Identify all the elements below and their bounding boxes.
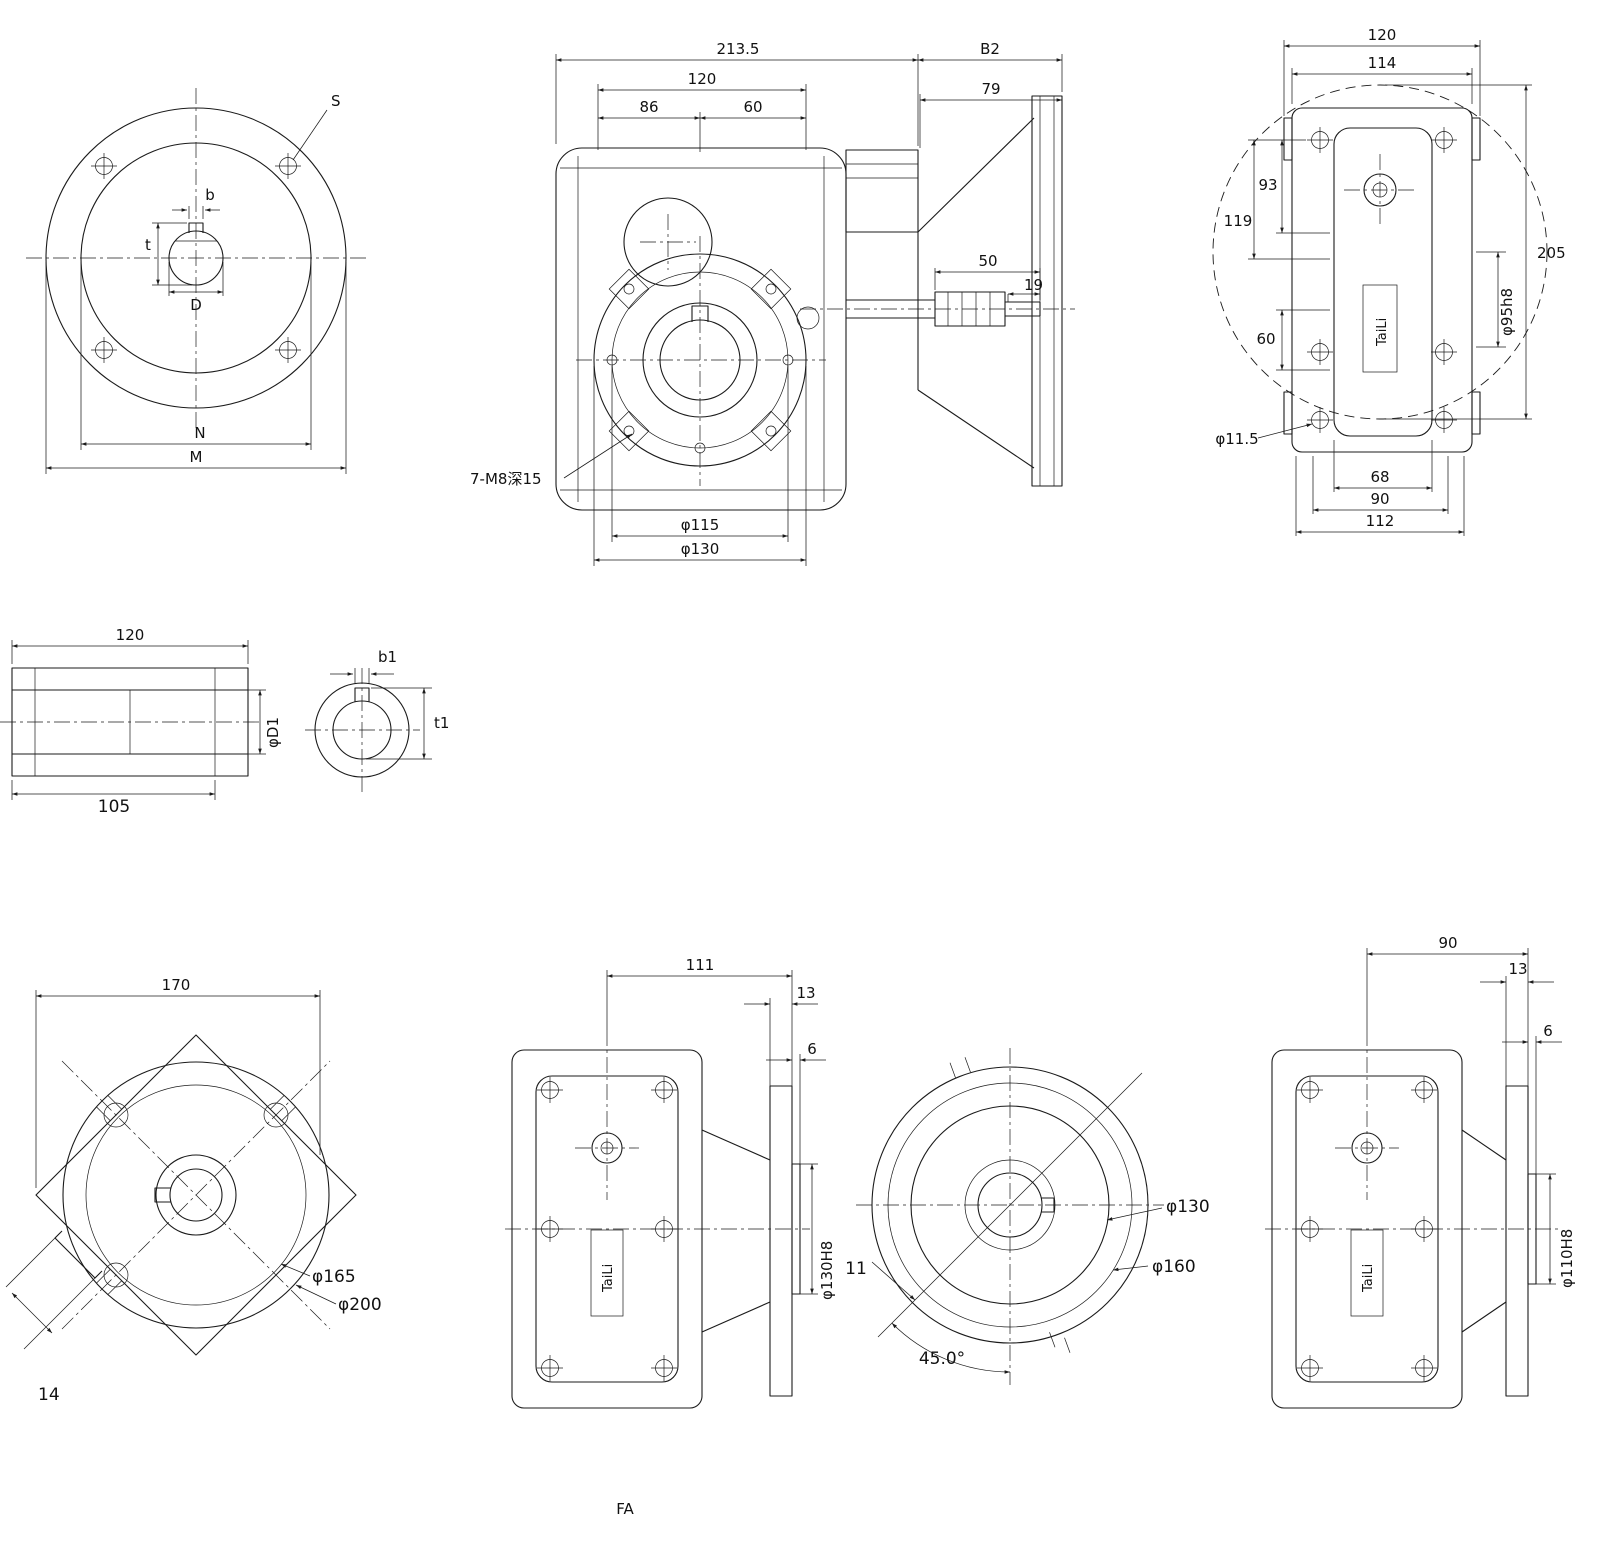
dim-fa-111: 111: [686, 956, 715, 974]
view-side-fa: TaiLi 111 13 6 φ130H8 FA: [505, 956, 836, 1518]
brand-label: TaiLi: [1375, 318, 1390, 347]
dim-top-90: 90: [1370, 490, 1389, 508]
dim-square-170: 170: [162, 976, 191, 994]
dim-shaft-50: 50: [978, 252, 997, 270]
dim-top-spigot: φ95h8: [1498, 288, 1516, 336]
dim-bolt-circle-115: φ115: [681, 516, 720, 534]
brand-label: TaiLi: [1361, 1264, 1376, 1293]
dim-chamfer-14: 14: [38, 1385, 60, 1405]
dim-shaft-dia: φD1: [264, 717, 282, 748]
dim-top-93: 93: [1258, 176, 1277, 194]
dim-key-b1: b1: [378, 648, 397, 666]
dim-86: 86: [639, 98, 658, 116]
dim-right-90: 90: [1438, 934, 1457, 952]
view-flange-b5: b t D S N M: [26, 88, 366, 474]
dim-top-68: 68: [1370, 468, 1389, 486]
dim-top-120: 120: [1368, 26, 1397, 44]
view-top: TaiLi 120 114 93 119 60 205 φ95h8 φ11.5: [1212, 26, 1566, 536]
view-front: 213.5 B2 120 86 60 79 50 19 7-M8深15 φ115…: [470, 40, 1075, 566]
dim-fa-13: 13: [796, 984, 815, 1002]
dim-top-hole: φ11.5: [1215, 430, 1258, 448]
view-side-b14: TaiLi 90 13 6 φ110H8: [1265, 934, 1576, 1409]
dim-right-bore: φ110H8: [1558, 1229, 1576, 1288]
dim-right-13: 13: [1508, 960, 1527, 978]
dim-angle-45: 45.0°: [919, 1349, 965, 1369]
dim-top-112: 112: [1366, 512, 1395, 530]
dim-top-60: 60: [1256, 330, 1275, 348]
dim-tip-19: 19: [1024, 276, 1043, 294]
dim-b2: B2: [980, 40, 1000, 58]
view-caption-fa: FA: [616, 1500, 634, 1518]
dim-shaft-120: 120: [116, 626, 145, 644]
dim-fa-6: 6: [807, 1040, 817, 1058]
dim-fa-160: φ160: [1152, 1257, 1196, 1277]
dim-right-6: 6: [1543, 1022, 1553, 1040]
dim-top-205: 205: [1537, 244, 1566, 262]
view-square-flange: 14 170 φ165 φ200: [5, 976, 382, 1405]
dim-fa-130: φ130: [1166, 1197, 1210, 1217]
dim-bolt-circle-n: N: [194, 424, 205, 442]
dim-key-11: 11: [845, 1259, 867, 1279]
view-hollow-shaft: 120 105 φD1: [0, 626, 282, 817]
dim-top-114: 114: [1368, 54, 1397, 72]
dim-flange-120: 120: [688, 70, 717, 88]
dim-tapped-holes: 7-M8深15: [470, 470, 542, 488]
dim-bc-165: φ165: [312, 1267, 356, 1287]
dim-top-119: 119: [1224, 212, 1253, 230]
dim-key-t1: t1: [434, 714, 449, 732]
dim-flange-od-m: M: [190, 448, 203, 466]
view-fa-flange: 45.0° 11 φ130 φ160: [845, 1048, 1210, 1385]
dim-60: 60: [743, 98, 762, 116]
dim-shaft-105: 105: [98, 797, 130, 817]
dim-key-width: b: [205, 186, 215, 204]
view-shaft-section: b1 t1: [305, 648, 449, 792]
dim-fa-bore: φ130H8: [818, 1241, 836, 1300]
dim-bore-diameter: D: [190, 296, 202, 314]
brand-label: TaiLi: [601, 1264, 616, 1293]
dim-key-depth: t: [145, 236, 151, 254]
dim-bolt-hole-s: S: [331, 92, 341, 110]
dim-total-width: 213.5: [717, 40, 760, 58]
dim-spigot-130: φ130: [681, 540, 720, 558]
dim-79: 79: [981, 80, 1000, 98]
dim-od-200: φ200: [338, 1295, 382, 1315]
